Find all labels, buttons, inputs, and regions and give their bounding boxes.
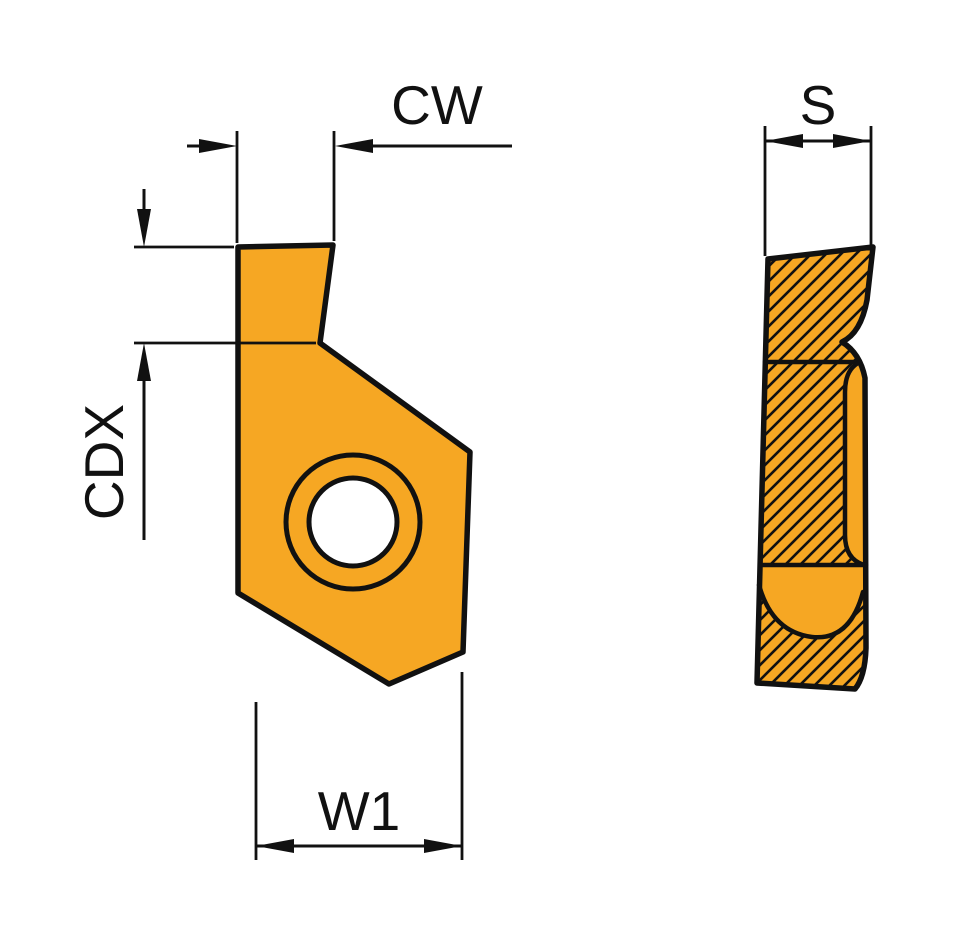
dim-label-cdx: CDX [73, 404, 135, 520]
seat-contour [756, 582, 866, 640]
arrowhead-up-icon [137, 343, 151, 381]
hatch-area-top [757, 247, 873, 362]
arrowhead-right-icon [833, 134, 871, 148]
insert-body-outline [235, 242, 473, 687]
dim-label-w1: W1 [318, 780, 401, 842]
dim-label-cw: CW [391, 74, 483, 136]
front-view [235, 242, 473, 687]
section-hatching [757, 247, 873, 689]
dim-label-s: S [800, 74, 837, 136]
arrowhead-left-icon [256, 839, 294, 853]
dimension-cw: CW [187, 74, 512, 243]
side-view [754, 244, 876, 692]
dimension-cdx: CDX [73, 189, 316, 540]
dimension-w1: W1 [254, 672, 464, 860]
dimension-s: S [763, 74, 873, 256]
screw-hole-countersink [283, 452, 423, 592]
arrowhead-left-icon [765, 134, 803, 148]
screw-hole [306, 475, 400, 569]
hatch-area-middle [757, 362, 864, 565]
arrowhead-right-icon [199, 139, 237, 153]
relief-contour [842, 359, 867, 568]
arrowhead-down-icon [137, 209, 151, 247]
hatch-area-bottom [757, 585, 873, 689]
arrowhead-right-icon [424, 839, 462, 853]
arrowhead-left-icon [335, 139, 373, 153]
